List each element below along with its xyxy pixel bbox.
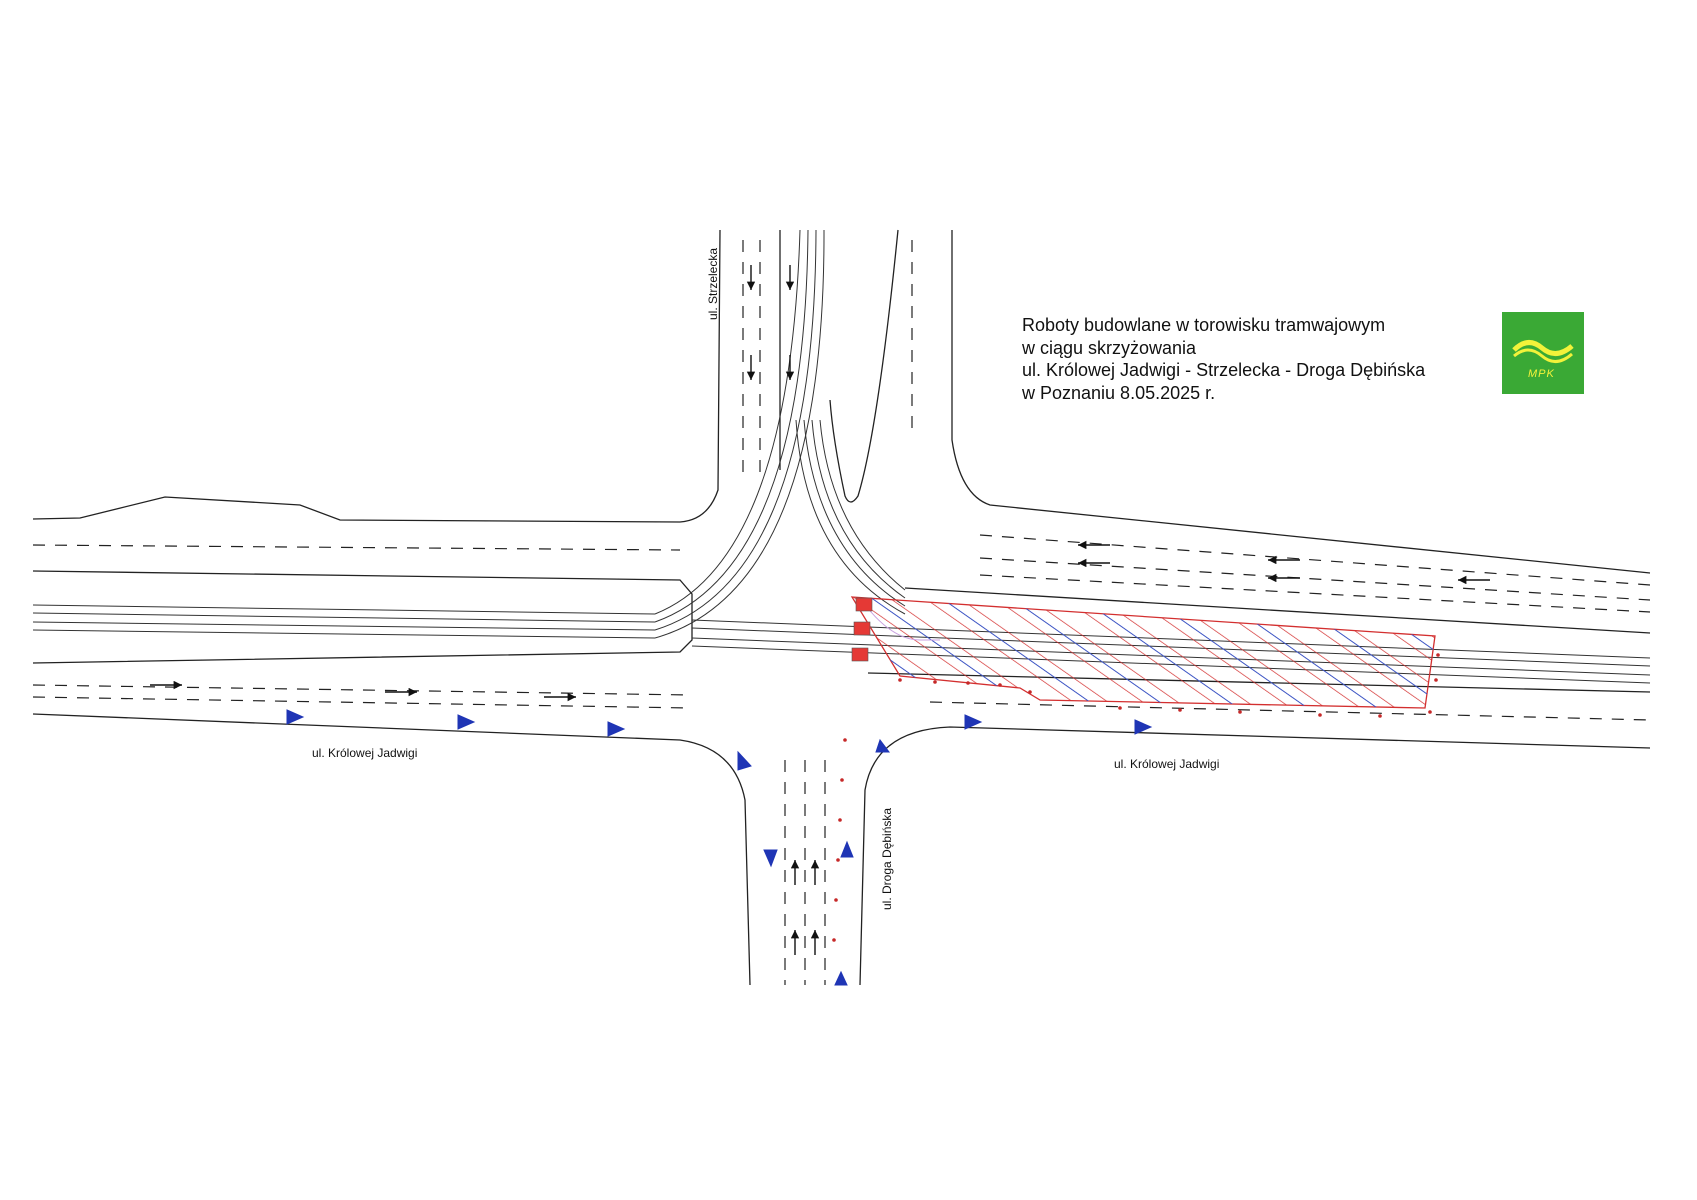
title-line-1: Roboty budowlane w torowisku tramwajowym (1022, 315, 1386, 335)
work-zone (850, 596, 1436, 709)
street-label-droga-debinska: ul. Droga Dębińska (880, 807, 894, 910)
mpk-logo: MPK (1502, 312, 1584, 394)
street-label-strzelecka: ul. Strzelecka (706, 247, 720, 320)
street-label-krolowej-jadwigi-west: ul. Królowej Jadwigi (312, 746, 418, 760)
barriers (851, 597, 873, 662)
title-line-4: w Poznaniu 8.05.2025 r. (1022, 382, 1216, 403)
title-block: Roboty budowlane w torowisku tramwajowym… (1022, 314, 1482, 404)
lane-markings (32, 240, 1651, 985)
title-line-3: ul. Królowej Jadwigi - Strzelecka - Drog… (1022, 360, 1426, 380)
work-zone-dots (832, 653, 1440, 942)
logo-text: MPK (1528, 368, 1555, 380)
detour-arrows (286, 709, 1153, 986)
street-label-krolowej-jadwigi-east: ul. Królowej Jadwigi (1114, 757, 1220, 771)
lane-arrows (150, 265, 1490, 955)
title-line-2: w ciągu skrzyżowania (1022, 337, 1197, 358)
mpk-logo-icon (1512, 340, 1574, 363)
tram-tracks (32, 229, 1651, 684)
